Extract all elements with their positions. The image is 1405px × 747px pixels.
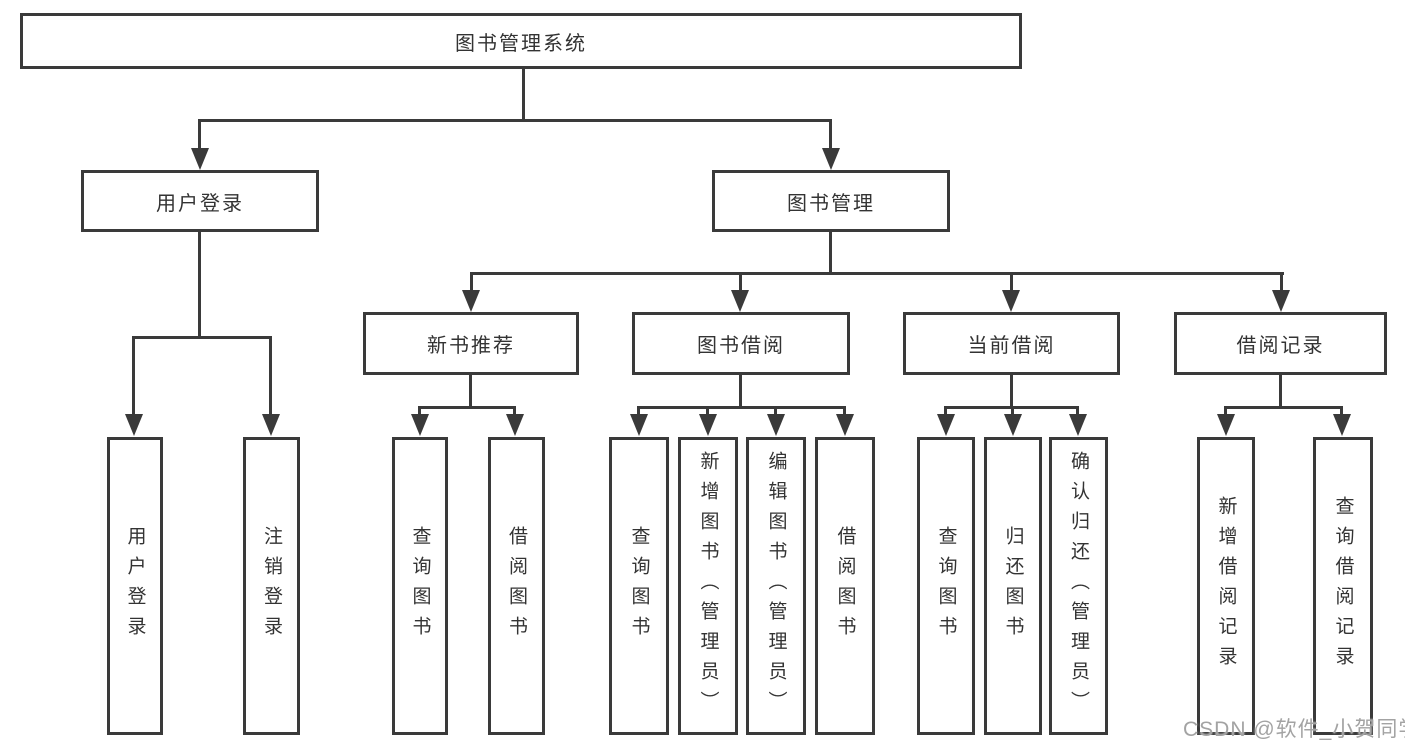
connector-logout-action-drop (269, 336, 272, 416)
connector-section2-branch (637, 406, 846, 409)
connector-book-manage-stem (829, 232, 832, 275)
arrowhead-section2 (731, 290, 749, 312)
connector-section2-stem (739, 375, 742, 409)
node-add-books-admin-label: 新增图书（管理员） (697, 451, 719, 721)
node-user-login-action: 用户登录 (107, 437, 163, 735)
connector-root-stem (522, 69, 525, 122)
connector-s4c1-drop (1224, 406, 1227, 416)
arrowhead-s3c2 (1004, 414, 1022, 436)
node-add-borrow-record: 新增借阅记录 (1197, 437, 1255, 735)
node-user-login-label: 用户登录 (156, 192, 244, 215)
connector-s1c1-drop (418, 406, 421, 416)
arrowhead-s3c1 (937, 414, 955, 436)
node-return-books-label: 归还图书 (1002, 526, 1024, 646)
node-add-borrow-record-label: 新增借阅记录 (1215, 496, 1237, 676)
node-new-book-recommendation-label: 新书推荐 (427, 335, 515, 357)
arrowhead-s2c3 (767, 414, 785, 436)
node-confirm-return-admin-label: 确认归还（管理员） (1068, 451, 1089, 721)
arrowhead-s1c1 (411, 414, 429, 436)
connector-book-manage-drop (829, 119, 832, 151)
connector-s2c2-drop (706, 406, 709, 416)
node-user-login: 用户登录 (81, 170, 319, 232)
arrowhead-login-action (125, 414, 143, 436)
watermark-csdn: CSDN @软件_小贺同学 (1183, 718, 1405, 741)
arrowhead-s3c3 (1069, 414, 1087, 436)
connector-section3-drop (1010, 272, 1013, 292)
node-query-books: 查询图书 (392, 437, 448, 735)
node-borrowing-records: 借阅记录 (1174, 312, 1387, 375)
connector-user-login-branch (132, 336, 272, 339)
arrowhead-s2c4 (836, 414, 854, 436)
arrowhead-user-login (191, 148, 209, 170)
connector-user-login-stem (198, 232, 201, 339)
node-query-books-current-section-label: 查询图书 (935, 526, 957, 646)
node-query-borrow-record-label: 查询借阅记录 (1332, 496, 1354, 676)
node-confirm-return-admin: 确认归还（管理员） (1049, 437, 1108, 735)
node-new-book-recommendation: 新书推荐 (363, 312, 579, 375)
node-current-borrowing: 当前借阅 (903, 312, 1120, 375)
arrowhead-s2c1 (630, 414, 648, 436)
node-book-management-label: 图书管理 (787, 192, 875, 215)
node-library-system-label: 图书管理系统 (455, 32, 587, 55)
arrowhead-section1 (462, 290, 480, 312)
connector-s3c3-drop (1076, 406, 1079, 416)
node-return-books: 归还图书 (984, 437, 1042, 735)
arrowhead-s1c2 (506, 414, 524, 436)
arrowhead-s4c1 (1217, 414, 1235, 436)
node-logout-action: 注销登录 (243, 437, 300, 735)
connector-section1-drop (470, 272, 473, 292)
connector-level2-branch (198, 119, 832, 122)
connector-s3c1-drop (944, 406, 947, 416)
node-logout-action-label: 注销登录 (261, 526, 282, 646)
connector-section3-stem (1010, 375, 1013, 409)
connector-section4-drop (1280, 272, 1283, 292)
arrowhead-s4c2 (1333, 414, 1351, 436)
arrowhead-s2c2 (699, 414, 717, 436)
node-borrow-books-2-label: 借阅图书 (834, 526, 856, 646)
node-borrow-books: 借阅图书 (488, 437, 545, 735)
connector-s4c2-drop (1340, 406, 1343, 416)
node-book-borrowing-label: 图书借阅 (697, 335, 785, 357)
connector-login-action-drop (132, 336, 135, 416)
node-borrow-books-label: 借阅图书 (506, 526, 527, 646)
connector-s1c2-drop (513, 406, 516, 416)
node-query-books-borrow-section: 查询图书 (609, 437, 669, 735)
arrowhead-book-manage (822, 148, 840, 170)
arrowhead-section4 (1272, 290, 1290, 312)
connector-user-login-drop (198, 119, 201, 151)
connector-section1-stem (469, 375, 472, 409)
node-library-system: 图书管理系统 (20, 13, 1022, 69)
node-borrowing-records-label: 借阅记录 (1236, 335, 1325, 357)
node-add-books-admin: 新增图书（管理员） (678, 437, 738, 735)
arrowhead-logout-action (262, 414, 280, 436)
node-book-borrowing: 图书借阅 (632, 312, 850, 375)
node-edit-books-admin: 编辑图书（管理员） (746, 437, 806, 735)
connector-s2c4-drop (843, 406, 846, 416)
node-user-login-action-label: 用户登录 (124, 526, 146, 646)
connector-level3-branch (470, 272, 1284, 275)
connector-section1-branch (418, 406, 516, 409)
node-query-books-borrow-section-label: 查询图书 (628, 526, 650, 646)
node-edit-books-admin-label: 编辑图书（管理员） (765, 451, 787, 721)
connector-section4-branch (1224, 406, 1343, 409)
connector-s3c2-drop (1011, 406, 1014, 416)
node-query-books-current-section: 查询图书 (917, 437, 975, 735)
node-query-borrow-record: 查询借阅记录 (1313, 437, 1373, 735)
arrowhead-section3 (1002, 290, 1020, 312)
connector-section4-stem (1279, 375, 1282, 409)
connector-section2-drop (739, 272, 742, 292)
node-borrow-books-2: 借阅图书 (815, 437, 875, 735)
connector-s2c1-drop (637, 406, 640, 416)
node-current-borrowing-label: 当前借阅 (967, 335, 1056, 357)
node-book-management: 图书管理 (712, 170, 950, 232)
connector-s2c3-drop (774, 406, 777, 416)
node-query-books-label: 查询图书 (409, 526, 431, 646)
